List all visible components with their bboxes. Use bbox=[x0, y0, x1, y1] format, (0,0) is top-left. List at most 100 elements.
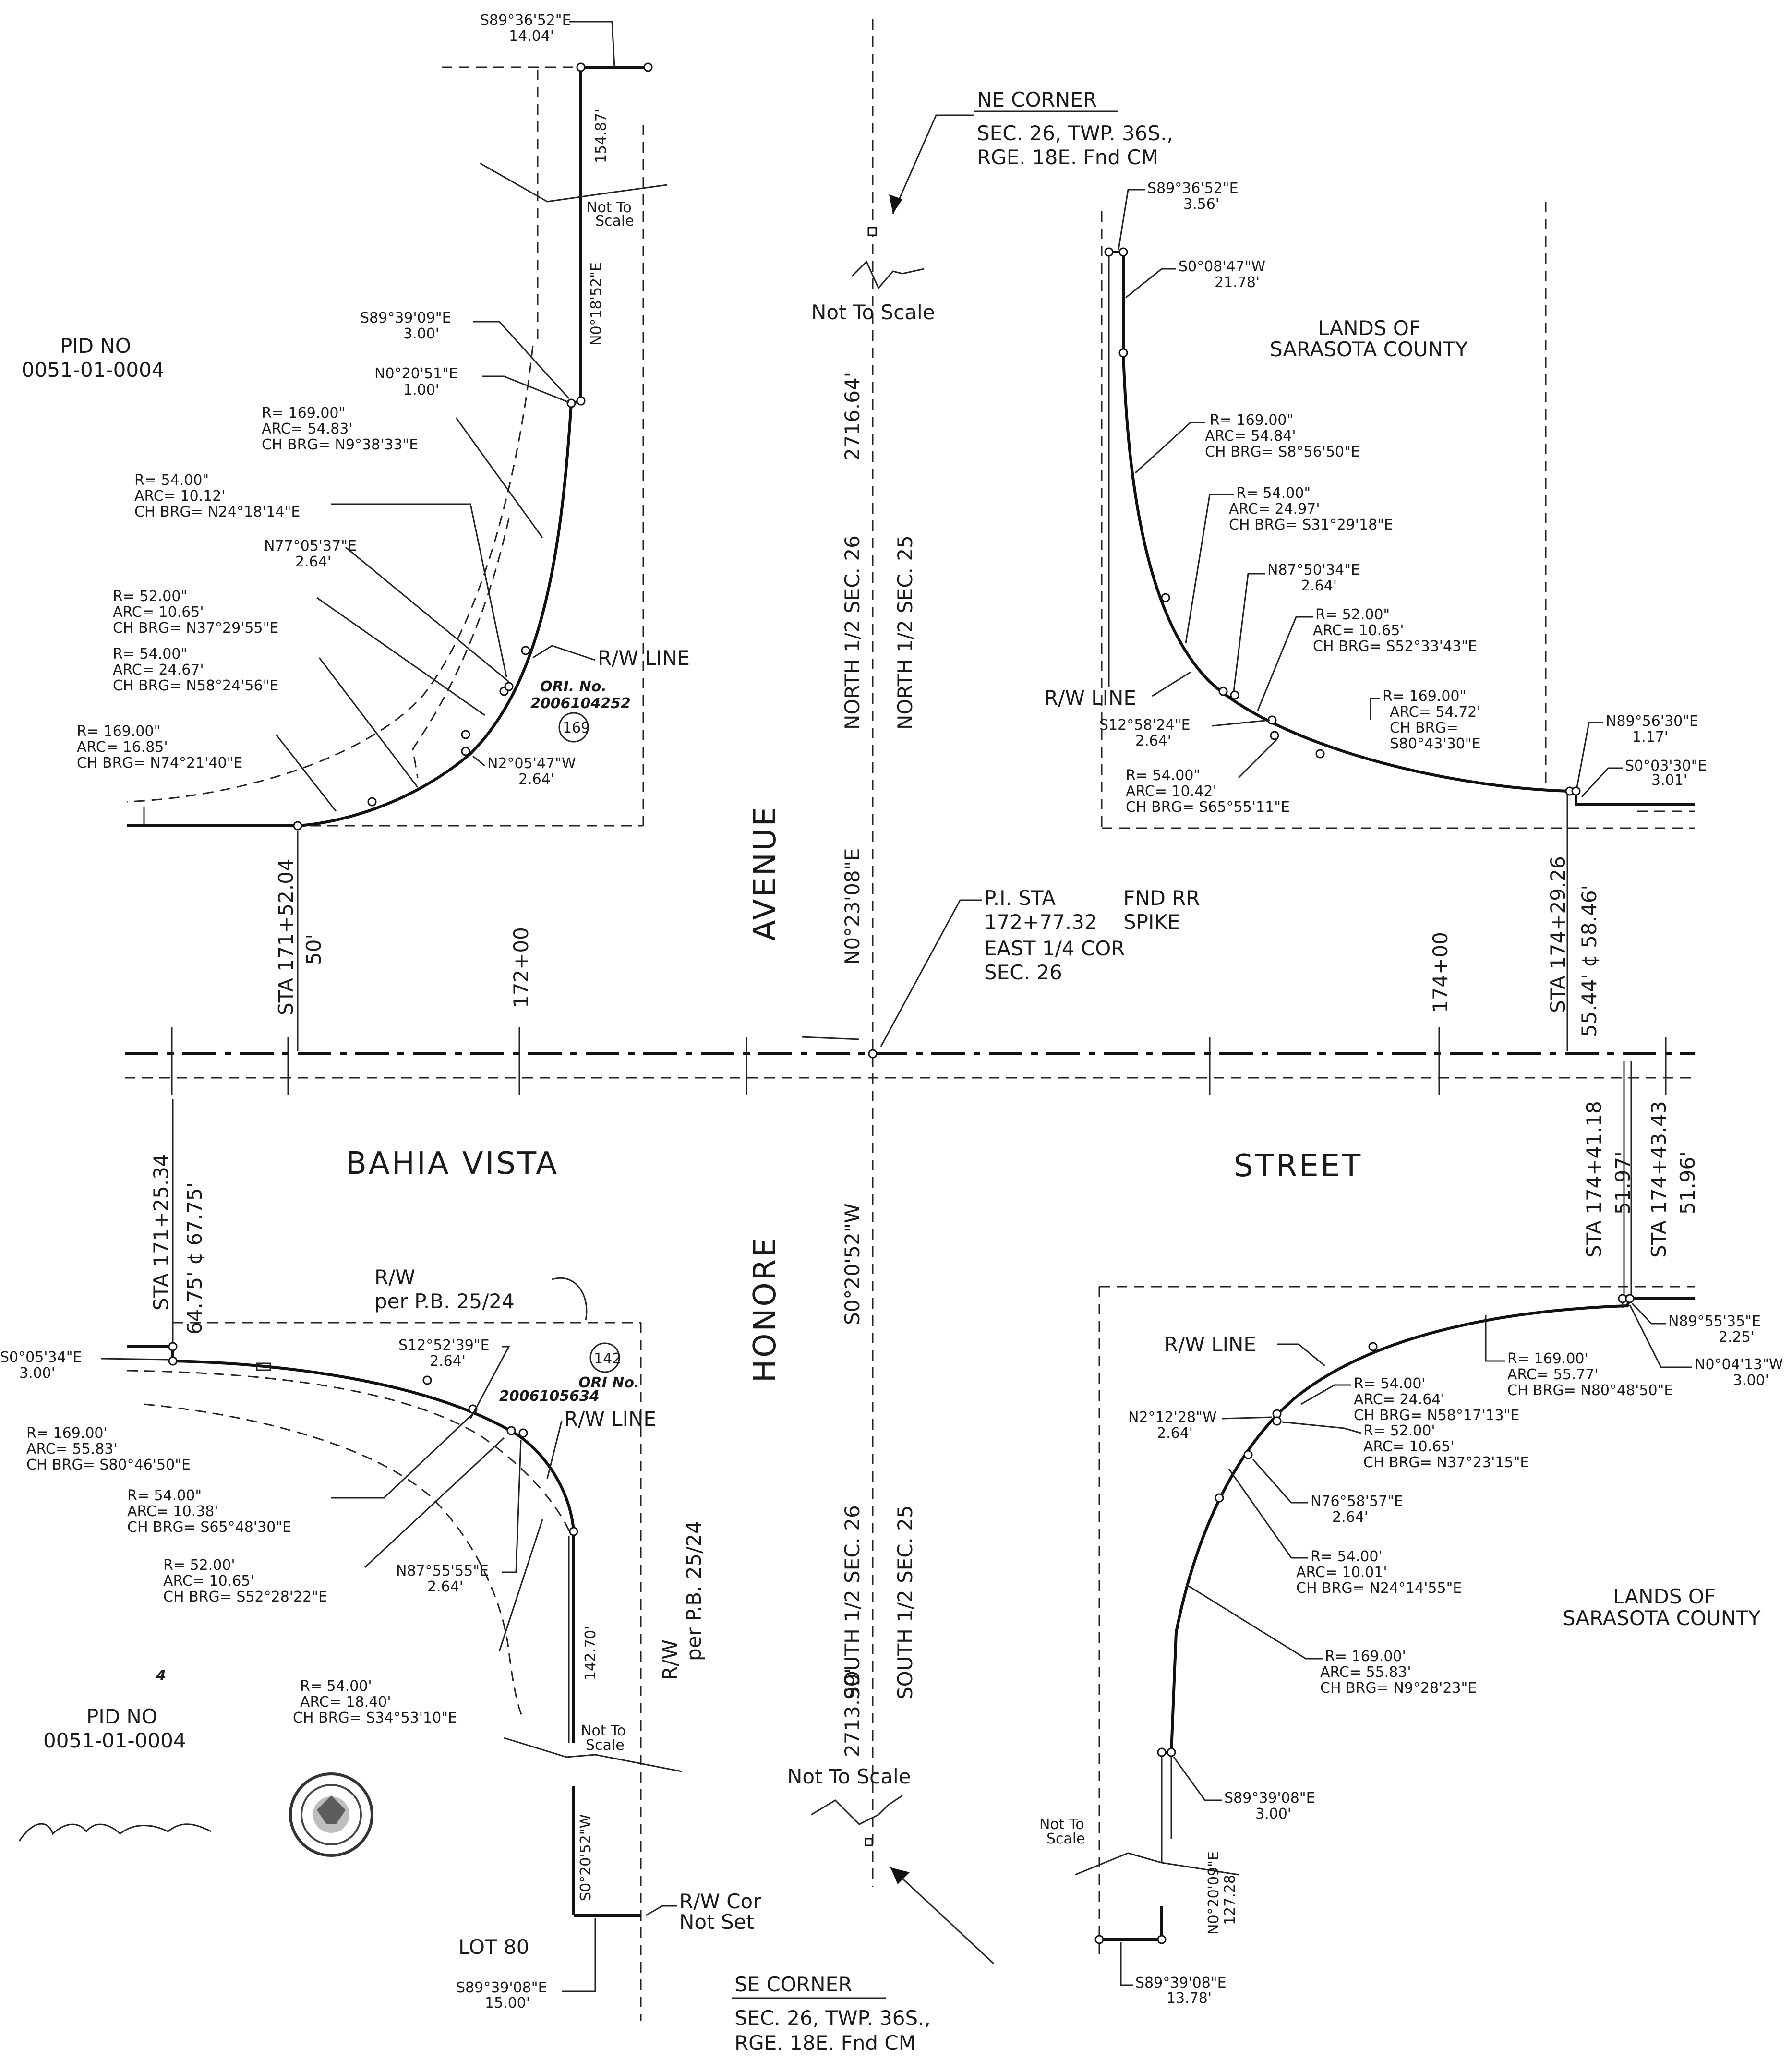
sw-c3-arc: ARC= 55.83' bbox=[26, 1441, 118, 1458]
south-half-sec-25-label: SOUTH 1/2 SEC. 25 bbox=[893, 1505, 917, 1699]
se-c1-leader bbox=[1631, 1302, 1666, 1325]
ne-c5-arc: ARC= 10.65' bbox=[1313, 622, 1404, 639]
ne-c8-radius: R= 54.00" bbox=[1126, 767, 1200, 784]
se-c3-arc: ARC= 55.77' bbox=[1507, 1366, 1599, 1383]
pi-found-type: SPIKE bbox=[1123, 910, 1180, 934]
curve-point bbox=[506, 1426, 516, 1435]
nw-top-bearing: S89°36'52"E bbox=[480, 12, 571, 29]
nw-c6-leader bbox=[316, 597, 485, 716]
nw-c6-chord: CH BRG= N37°29'55"E bbox=[113, 620, 278, 637]
sw-c2-bearing: S12°52'39"E bbox=[398, 1337, 490, 1354]
nw-c1-leader bbox=[473, 321, 570, 399]
nw-parcel-circle bbox=[558, 712, 589, 743]
sw-c2-leader bbox=[469, 1346, 510, 1419]
nw-c8-arc: ARC= 16.85' bbox=[77, 739, 168, 756]
corner-point bbox=[1094, 1935, 1104, 1944]
ne-c2-leader bbox=[1134, 422, 1205, 474]
nw-c3-chord: CH BRG= N9°38'33"E bbox=[262, 436, 418, 453]
ne-c1-leader bbox=[1125, 268, 1176, 299]
nw-c6-radius: R= 52.00" bbox=[113, 588, 187, 605]
nw-rw-leader bbox=[532, 645, 596, 661]
ne-c7-chord: S80°43'30"E bbox=[1390, 735, 1481, 752]
curve-point bbox=[1272, 1416, 1282, 1426]
ne-c10-bearing: S0°03'30"E bbox=[1625, 758, 1707, 774]
centerlines bbox=[125, 19, 1695, 1887]
corner-point bbox=[1571, 786, 1581, 796]
ne-c6-bearing: S12°58'24"E bbox=[1099, 717, 1191, 734]
ne-c3-chord: CH BRG= S31°29'18"E bbox=[1229, 517, 1393, 533]
sw-rw-side-label: R/W bbox=[658, 1639, 682, 1680]
nw-c4-radius: R= 54.00" bbox=[134, 472, 209, 489]
se-c2-leader bbox=[1629, 1304, 1692, 1368]
se-c9-chord: CH BRG= N9°28'23"E bbox=[1320, 1680, 1477, 1697]
ne-c1-distance: 21.78' bbox=[1215, 274, 1260, 291]
sw-c5-chord: CH BRG= S52°28'22"E bbox=[163, 1589, 327, 1605]
ne-rw-line-label: R/W LINE bbox=[1044, 686, 1136, 710]
ne-c5-leader bbox=[1257, 616, 1313, 711]
ne-c4-leader bbox=[1233, 573, 1265, 692]
ne-c4-bearing: N87°50'34"E bbox=[1267, 562, 1360, 578]
ne-c3-arc: ARC= 24.97' bbox=[1229, 501, 1320, 518]
ne-c4-distance: 2.64' bbox=[1301, 578, 1337, 594]
nw-c1-distance: 3.00' bbox=[403, 325, 439, 342]
not-to-scale-break bbox=[504, 1737, 682, 1772]
corner-point bbox=[1104, 247, 1114, 257]
sw-small-box bbox=[256, 1362, 271, 1371]
se-c3-radius: R= 169.00' bbox=[1507, 1350, 1588, 1367]
ne-corner-title: NE CORNER bbox=[977, 88, 1097, 111]
sw-bottom-bearing: S89°39'08"E bbox=[456, 1979, 547, 1996]
sw-rw-line-label: R/W LINE bbox=[564, 1407, 656, 1431]
ne-top-distance: 3.56' bbox=[1183, 196, 1219, 213]
se-c2-distance: 3.00' bbox=[1733, 1372, 1769, 1389]
nw-side-distance: 154.87' bbox=[593, 109, 610, 163]
se-rw-leader bbox=[1277, 1343, 1325, 1367]
curve-point bbox=[1215, 1493, 1224, 1503]
se-rw-line bbox=[1162, 1297, 1695, 1754]
se-c5-distance: 2.64' bbox=[1157, 1425, 1193, 1442]
ne-c9-leader bbox=[1576, 722, 1603, 788]
sw-side-distance: 142.70' bbox=[582, 1626, 599, 1680]
sw-c1-bearing: S0°05'34"E bbox=[0, 1349, 82, 1366]
curve-point bbox=[1161, 593, 1170, 602]
ne-county-label: SARASOTA COUNTY bbox=[1270, 337, 1468, 361]
station-174-29-offset: 55.44' ¢ 58.46' bbox=[1577, 885, 1601, 1037]
curve-point bbox=[521, 646, 530, 655]
station-labels: STA 171+52.04 50' 172+00 174+00 STA 174+… bbox=[149, 792, 1699, 1349]
nw-c4-chord: CH BRG= N24°18'14"E bbox=[134, 504, 300, 520]
se-c7-leader bbox=[1252, 1459, 1308, 1504]
street-name-avenue: AVENUE bbox=[747, 805, 783, 941]
se-c10-distance: 3.00' bbox=[1255, 1806, 1291, 1822]
se-c6-leader bbox=[1281, 1421, 1361, 1434]
curve-point bbox=[1315, 749, 1325, 759]
ne-corner-line2: RGE. 18E. Fnd CM bbox=[977, 145, 1158, 169]
se-c4-chord: CH BRG= N58°17'13"E bbox=[1354, 1407, 1519, 1424]
pi-corner-label: EAST 1/4 COR bbox=[984, 937, 1125, 960]
ne-top-bearing: S89°36'52"E bbox=[1147, 180, 1239, 197]
sw-handwritten-mark: 4 bbox=[156, 1667, 166, 1684]
se-c8-radius: R= 54.00' bbox=[1311, 1548, 1383, 1565]
nw-existing-rw bbox=[127, 345, 534, 803]
nw-rw-line-label: R/W LINE bbox=[598, 646, 690, 670]
south-half-sec-26-label: SOUTH 1/2 SEC. 26 bbox=[841, 1505, 864, 1699]
nw-c7-arc: ARC= 24.67' bbox=[113, 662, 204, 678]
leader-arrowhead bbox=[889, 194, 902, 214]
nw-pid-label: PID NO bbox=[60, 334, 131, 358]
pi-point-marker bbox=[868, 1049, 878, 1059]
corner-point bbox=[576, 396, 586, 406]
sw-c4-arc: ARC= 10.38' bbox=[127, 1503, 218, 1520]
curve-point bbox=[293, 821, 302, 831]
station-174-43-offset: 51.96' bbox=[1676, 1151, 1699, 1215]
sw-lot-label: LOT 80 bbox=[458, 1935, 529, 1959]
sw-rw-side-plat-book: per P.B. 25/24 bbox=[682, 1521, 706, 1661]
ne-quadrant: S89°36'52"E 3.56' S0°08'47"W 21.78' LAND… bbox=[1044, 180, 1707, 829]
corner-point bbox=[569, 1527, 578, 1536]
ne-c1-bearing: S0°08'47"W bbox=[1179, 258, 1265, 275]
se-lands-label: LANDS OF bbox=[1613, 1585, 1716, 1608]
corner-point bbox=[566, 398, 576, 408]
station-171-25-offset: 64.75' ¢ 67.75' bbox=[183, 1182, 206, 1335]
corner-point bbox=[1157, 1935, 1167, 1944]
north-distance-label: 2716.64' bbox=[841, 372, 864, 461]
station-174-41: STA 174+41.18 bbox=[1582, 1101, 1606, 1258]
se-c4-leader bbox=[1300, 1384, 1351, 1405]
se-vertical-bearing: N0°20'09"E bbox=[1205, 1851, 1222, 1935]
